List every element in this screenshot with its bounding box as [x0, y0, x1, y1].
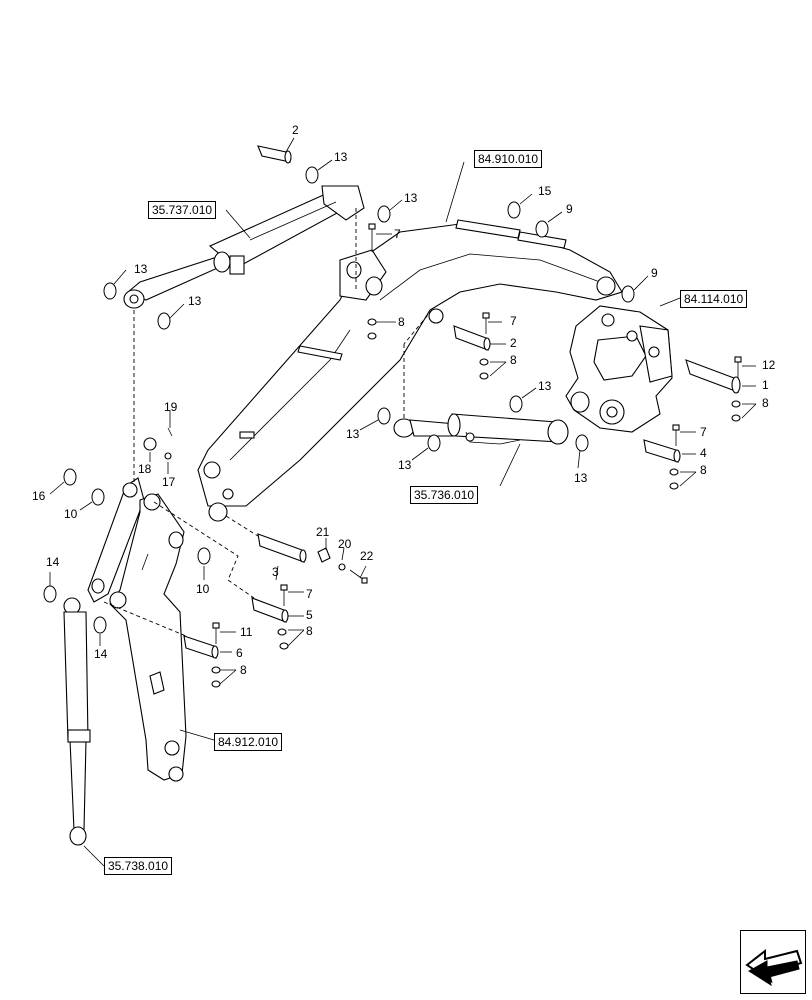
callout-14: 14 — [94, 647, 108, 661]
callout-13: 13 — [398, 458, 412, 472]
callout-8: 8 — [762, 396, 769, 410]
pin-2-top — [257, 145, 292, 164]
callout-4: 4 — [700, 446, 707, 460]
reference-84-114-010[interactable]: 84.114.010 — [680, 290, 748, 308]
callout-21: 21 — [316, 525, 330, 539]
pin-5 — [251, 597, 289, 623]
washers — [43, 166, 635, 634]
dipper-cylinder — [63, 597, 91, 846]
callout-13: 13 — [346, 427, 360, 441]
boom-cylinder-upper — [123, 185, 365, 309]
callout-8: 8 — [240, 663, 247, 677]
callout-9: 9 — [566, 202, 573, 216]
callout-8: 8 — [700, 463, 707, 477]
callout-7: 7 — [700, 425, 707, 439]
arm-cylinder — [393, 413, 569, 445]
callout-16: 16 — [32, 489, 46, 503]
callout-13: 13 — [334, 150, 348, 164]
pin-3 — [257, 533, 307, 563]
callout-13: 13 — [574, 471, 588, 485]
reference-35-738-010[interactable]: 35.738.010 — [104, 857, 173, 875]
pin-2-mid — [453, 325, 491, 351]
callout-11: 11 — [240, 625, 253, 639]
callout-7: 7 — [306, 587, 313, 601]
callout-14: 14 — [46, 555, 60, 569]
pin-1 — [685, 359, 741, 394]
callout-13: 13 — [538, 379, 552, 393]
callout-8: 8 — [398, 315, 405, 329]
callout-10: 10 — [196, 582, 210, 596]
swing-bracket — [565, 305, 673, 433]
callout-8: 8 — [510, 353, 517, 367]
callout-18: 18 — [138, 462, 152, 476]
bolts — [143, 223, 742, 688]
callout-10: 10 — [64, 507, 78, 521]
callout-9: 9 — [651, 266, 658, 280]
arrow-left-icon-graphic — [745, 948, 803, 987]
callout-13: 13 — [404, 191, 418, 205]
callout-8: 8 — [306, 624, 313, 638]
alignment-lines — [103, 208, 433, 637]
reference-35-736-010[interactable]: 35.736.010 — [410, 486, 479, 504]
callout-7: 7 — [394, 227, 401, 241]
pin-4 — [643, 439, 681, 463]
callout-17: 17 — [162, 475, 176, 489]
callout-13: 13 — [188, 294, 202, 308]
reference-35-737-010[interactable]: 35.737.010 — [148, 201, 217, 219]
callout-13: 13 — [134, 262, 148, 276]
callout-3: 3 — [272, 565, 279, 579]
callout-22: 22 — [360, 549, 374, 563]
callout-2: 2 — [510, 336, 517, 350]
reference-84-912-010[interactable]: 84.912.010 — [214, 733, 283, 751]
callout-7: 7 — [510, 314, 517, 328]
callout-5: 5 — [306, 608, 313, 622]
callout-6: 6 — [236, 646, 243, 660]
callout-19: 19 — [164, 400, 178, 414]
callout-2: 2 — [292, 123, 299, 137]
link-plates — [87, 477, 187, 782]
callout-20: 20 — [338, 537, 352, 551]
main-boom — [197, 219, 623, 522]
callout-15: 15 — [538, 184, 552, 198]
arrow-left-icon[interactable] — [740, 930, 806, 994]
callout-1: 1 — [762, 378, 769, 392]
reference-84-910-010[interactable]: 84.910.010 — [474, 150, 543, 168]
callout-12: 12 — [762, 358, 776, 372]
leader-lines — [49, 137, 757, 867]
pin-6 — [183, 635, 219, 659]
